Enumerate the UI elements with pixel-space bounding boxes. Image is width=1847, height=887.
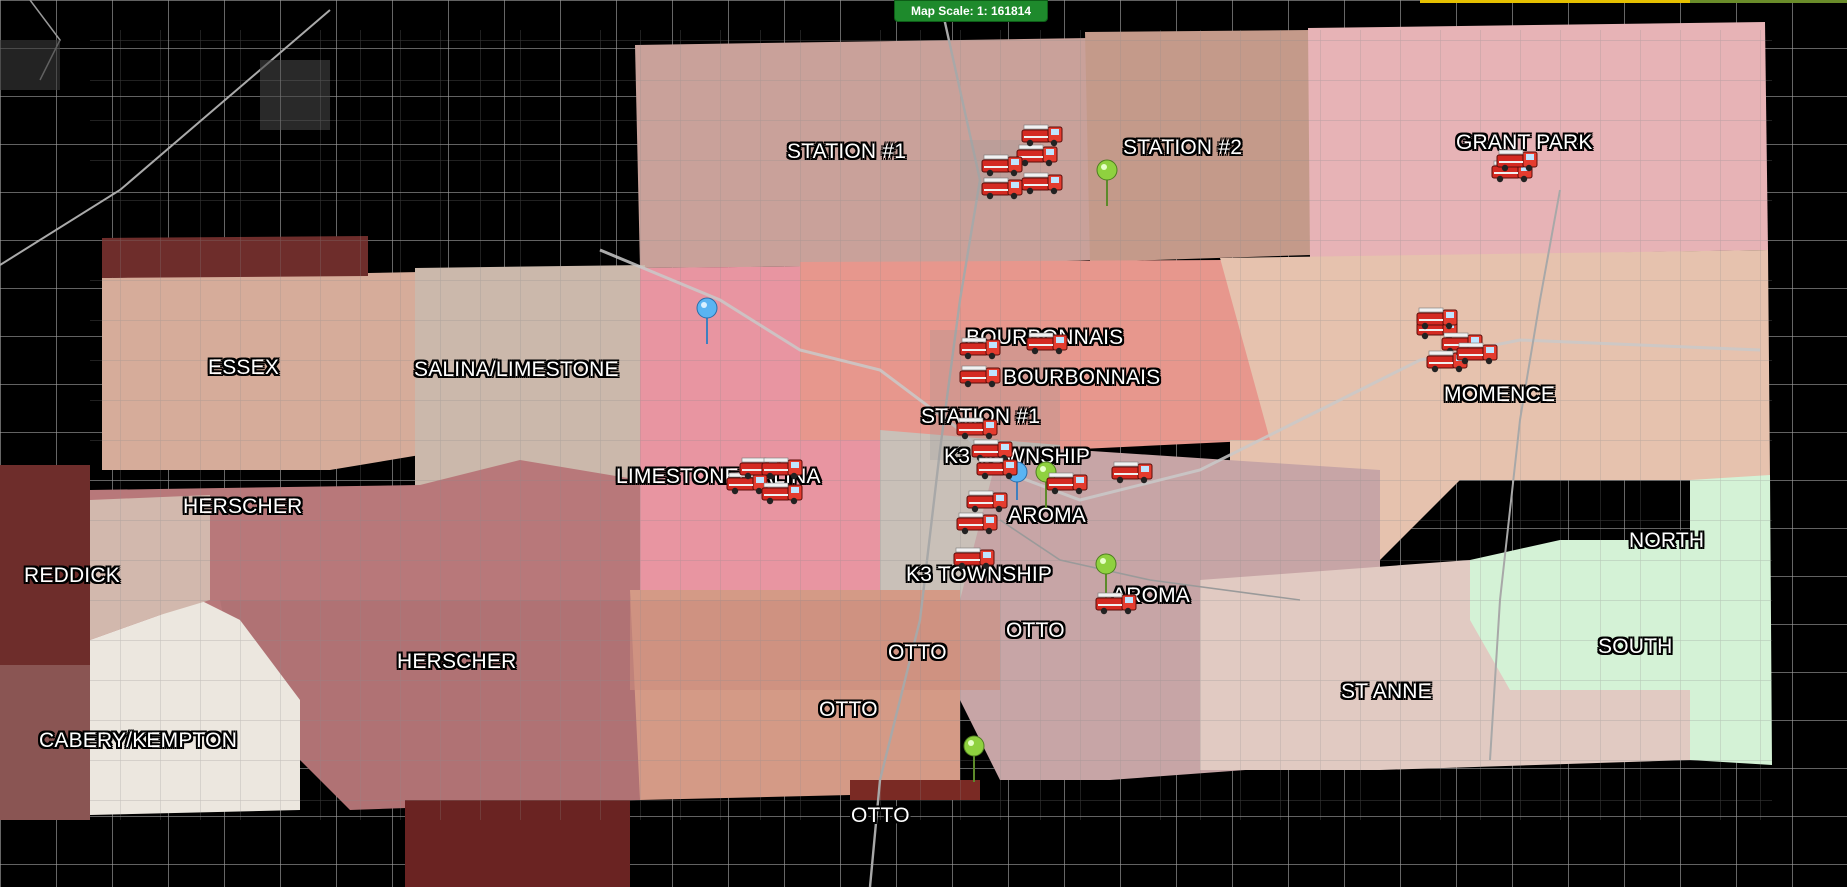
region-label[interactable]: REDDICK [24,564,120,587]
region-label[interactable]: SOUTH [1598,635,1673,658]
fire-truck-icon[interactable] [955,510,1001,536]
region-label[interactable]: HERSCHER [183,495,303,518]
fire-truck-icon[interactable] [958,363,1004,389]
region-label[interactable]: STATION #1 [921,405,1041,428]
region-label[interactable]: ST ANNE [1341,680,1432,703]
region-label[interactable]: HERSCHER [397,650,517,673]
fire-truck-icon[interactable] [1025,330,1071,356]
region-label[interactable]: SALINA/LIMESTONE [414,358,619,381]
region-label[interactable]: CABERY/KEMPTON [39,729,238,752]
region-label[interactable]: AROMA [1008,504,1087,527]
fire-truck-icon[interactable] [1110,459,1156,485]
blue-pin-icon[interactable] [694,296,720,346]
fire-truck-icon[interactable] [1020,122,1066,148]
fire-truck-icon[interactable] [1415,305,1461,331]
status-bar-yellow [1420,0,1720,3]
fire-truck-icon[interactable] [965,488,1011,514]
fire-truck-icon[interactable] [980,175,1026,201]
region-label[interactable]: OTTO [851,804,910,827]
map-scale-badge: Map Scale: 1: 161814 [894,0,1048,22]
region-label[interactable]: OTTO [819,698,878,721]
region-label[interactable]: OTTO [1006,619,1065,642]
fire-truck-icon[interactable] [980,152,1026,178]
fire-truck-icon[interactable] [958,335,1004,361]
status-bar-green [1690,0,1847,3]
region-label[interactable]: MOMENCE [1444,383,1556,406]
fire-truck-icon[interactable] [760,455,806,481]
region-label[interactable]: STATION #1 [787,140,907,163]
fire-truck-icon[interactable] [955,415,1001,441]
fire-truck-icon[interactable] [725,470,771,496]
green-pin-icon[interactable] [1094,158,1120,208]
region-label[interactable]: GRANT PARK [1456,131,1593,154]
green-pin-icon[interactable] [961,734,987,784]
fire-truck-icon[interactable] [760,480,806,506]
fire-truck-icon[interactable] [1045,470,1091,496]
fire-truck-icon[interactable] [1020,170,1066,196]
region-label[interactable]: ESSEX [208,356,280,379]
region-label[interactable]: BOURBONNAIS [1003,366,1161,389]
fire-truck-icon[interactable] [1455,340,1501,366]
fire-truck-icon[interactable] [1094,590,1140,616]
region-label[interactable]: K3 TOWNSHIP [906,563,1053,586]
region-label[interactable]: OTTO [888,641,947,664]
region-label[interactable]: NORTH [1629,529,1705,552]
fire-truck-icon[interactable] [1015,142,1061,168]
region-label[interactable]: STATION #2 [1123,136,1243,159]
fire-truck-icon[interactable] [952,545,998,571]
fire-truck-icon[interactable] [975,455,1021,481]
fire-truck-icon[interactable] [1495,147,1541,173]
